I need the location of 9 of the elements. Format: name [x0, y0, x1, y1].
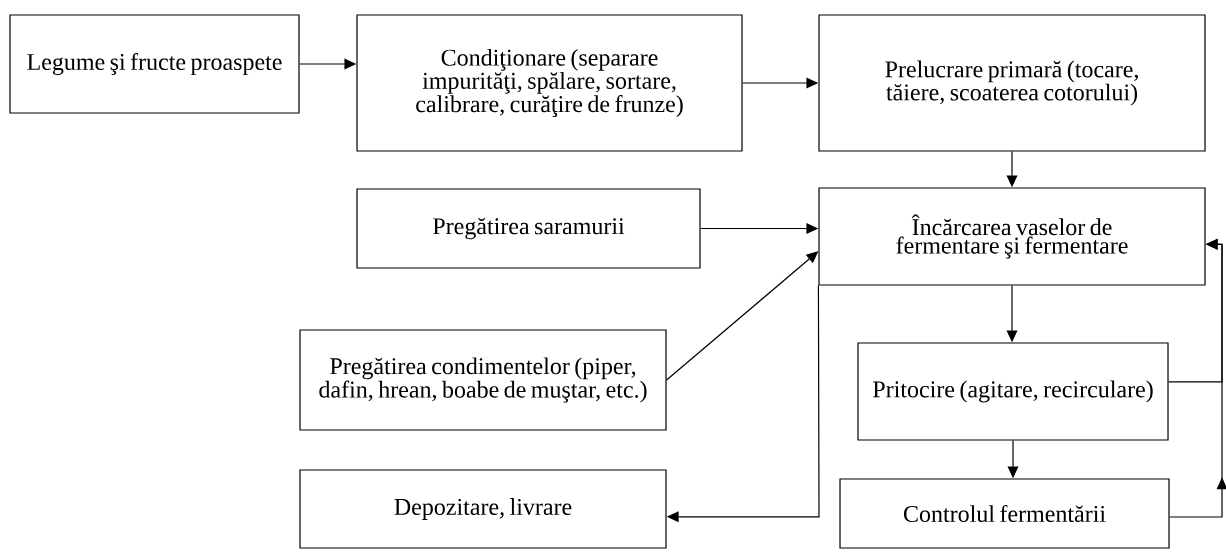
- process-box: Legume şi fructe proaspete: [9, 14, 300, 114]
- process-box: Încărcarea vaselor de fermentare şi fermentare: [818, 187, 1206, 286]
- process-box: Pregătirea condimentelor (piper, dafin, hrean, boabe de muştar, etc.): [299, 329, 667, 431]
- process-box: Condiţionare (separare impurităţi, spălare, sortare, calibrare, curăţire de frunze): [356, 14, 743, 152]
- process-box: Pritocire (agitare, recirculare): [857, 342, 1169, 441]
- process-box: Depozitare, livrare: [299, 469, 667, 549]
- process-box: Pregătirea saramurii: [356, 188, 701, 269]
- process-box: Controlul fermentării: [839, 478, 1170, 549]
- process-box: Prelucrare primară (tocare, tăiere, scoaterea cotorului): [818, 14, 1206, 152]
